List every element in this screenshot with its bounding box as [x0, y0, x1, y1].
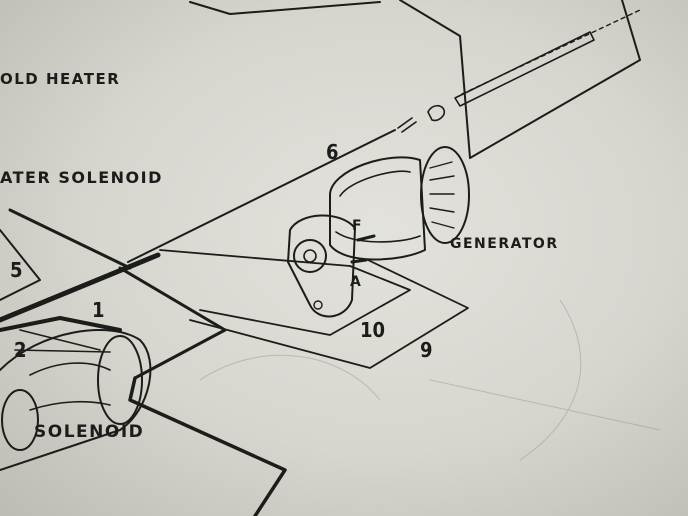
- generator-band: [335, 170, 421, 243]
- upper-right-tube: [454, 31, 595, 107]
- generator-pulley-hub: [303, 249, 317, 263]
- upper-frame-line: [189, 1, 381, 15]
- wire-10: [199, 265, 411, 336]
- label-generator: GENERATOR: [450, 236, 559, 252]
- heavy-cable-b: [118, 266, 227, 380]
- generator-housing: [329, 156, 426, 261]
- solenoid-cap: [97, 335, 143, 425]
- label-old-heater: OLD HEATER: [0, 70, 121, 88]
- terminal-f-post: [356, 234, 376, 242]
- terminal-a-post: [350, 258, 368, 264]
- solenoid-body: [0, 329, 152, 471]
- wire-9: [189, 259, 469, 369]
- label-wire-2: 2: [14, 338, 27, 362]
- label-wire-9: 9: [420, 338, 433, 362]
- upper-right-frame: [399, 0, 641, 159]
- solenoid-shaft: [29, 362, 111, 411]
- solenoid-end: [1, 389, 39, 451]
- generator-fins: [429, 161, 455, 229]
- solenoid-leads: [14, 329, 111, 353]
- heavy-cable-c: [8, 208, 132, 270]
- connector-plug: [427, 104, 446, 122]
- label-wire-1: 1: [92, 298, 105, 322]
- heavy-cable-d: [128, 376, 287, 516]
- label-wire-6: 6: [326, 140, 339, 164]
- connector-pin: [397, 117, 417, 133]
- show-through-lines: [199, 299, 661, 461]
- cable-to-solenoid: [0, 316, 122, 332]
- generator-end-cap: [420, 146, 470, 244]
- wire-6-lower: [159, 249, 351, 267]
- heavy-cable-a: [0, 252, 161, 323]
- label-solenoid: SOLENOID: [34, 422, 145, 442]
- label-wire-10: 10: [360, 318, 386, 342]
- generator-pulley: [293, 239, 327, 273]
- wire-6: [127, 129, 396, 263]
- label-terminal-a: A: [350, 274, 363, 290]
- wire-5-box: [0, 229, 41, 301]
- label-wire-5: 5: [10, 258, 23, 282]
- label-heater-solenoid: ATER SOLENOID: [0, 168, 163, 187]
- label-terminal-f: F: [352, 218, 364, 234]
- generator-mount-bracket: [287, 214, 356, 318]
- mount-bolt: [313, 300, 323, 310]
- upper-right-tube-2: [461, 9, 641, 95]
